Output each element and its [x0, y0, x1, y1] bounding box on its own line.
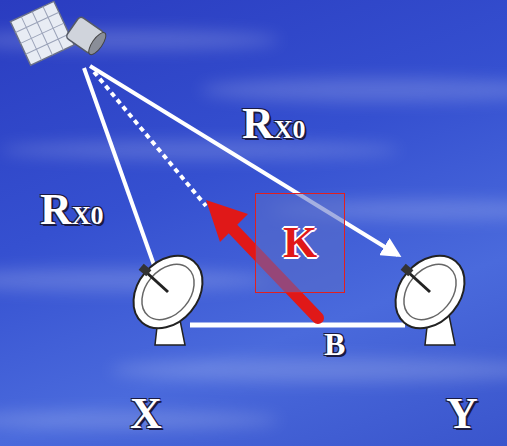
vector-box: K [255, 193, 345, 293]
range-line [90, 66, 398, 255]
baseline [190, 323, 405, 328]
cloud-streaks [0, 30, 507, 429]
range-label: RX0 [242, 100, 306, 148]
vector-label: K [283, 219, 317, 267]
station-label: Y [446, 390, 478, 438]
baseline-label: B [324, 327, 345, 362]
station-label: X [130, 390, 162, 438]
satellite [10, 1, 108, 65]
range-label: RX0 [40, 186, 104, 234]
projection-line [94, 72, 206, 206]
dish-antenna [119, 242, 216, 345]
dish-antenna [381, 242, 478, 345]
